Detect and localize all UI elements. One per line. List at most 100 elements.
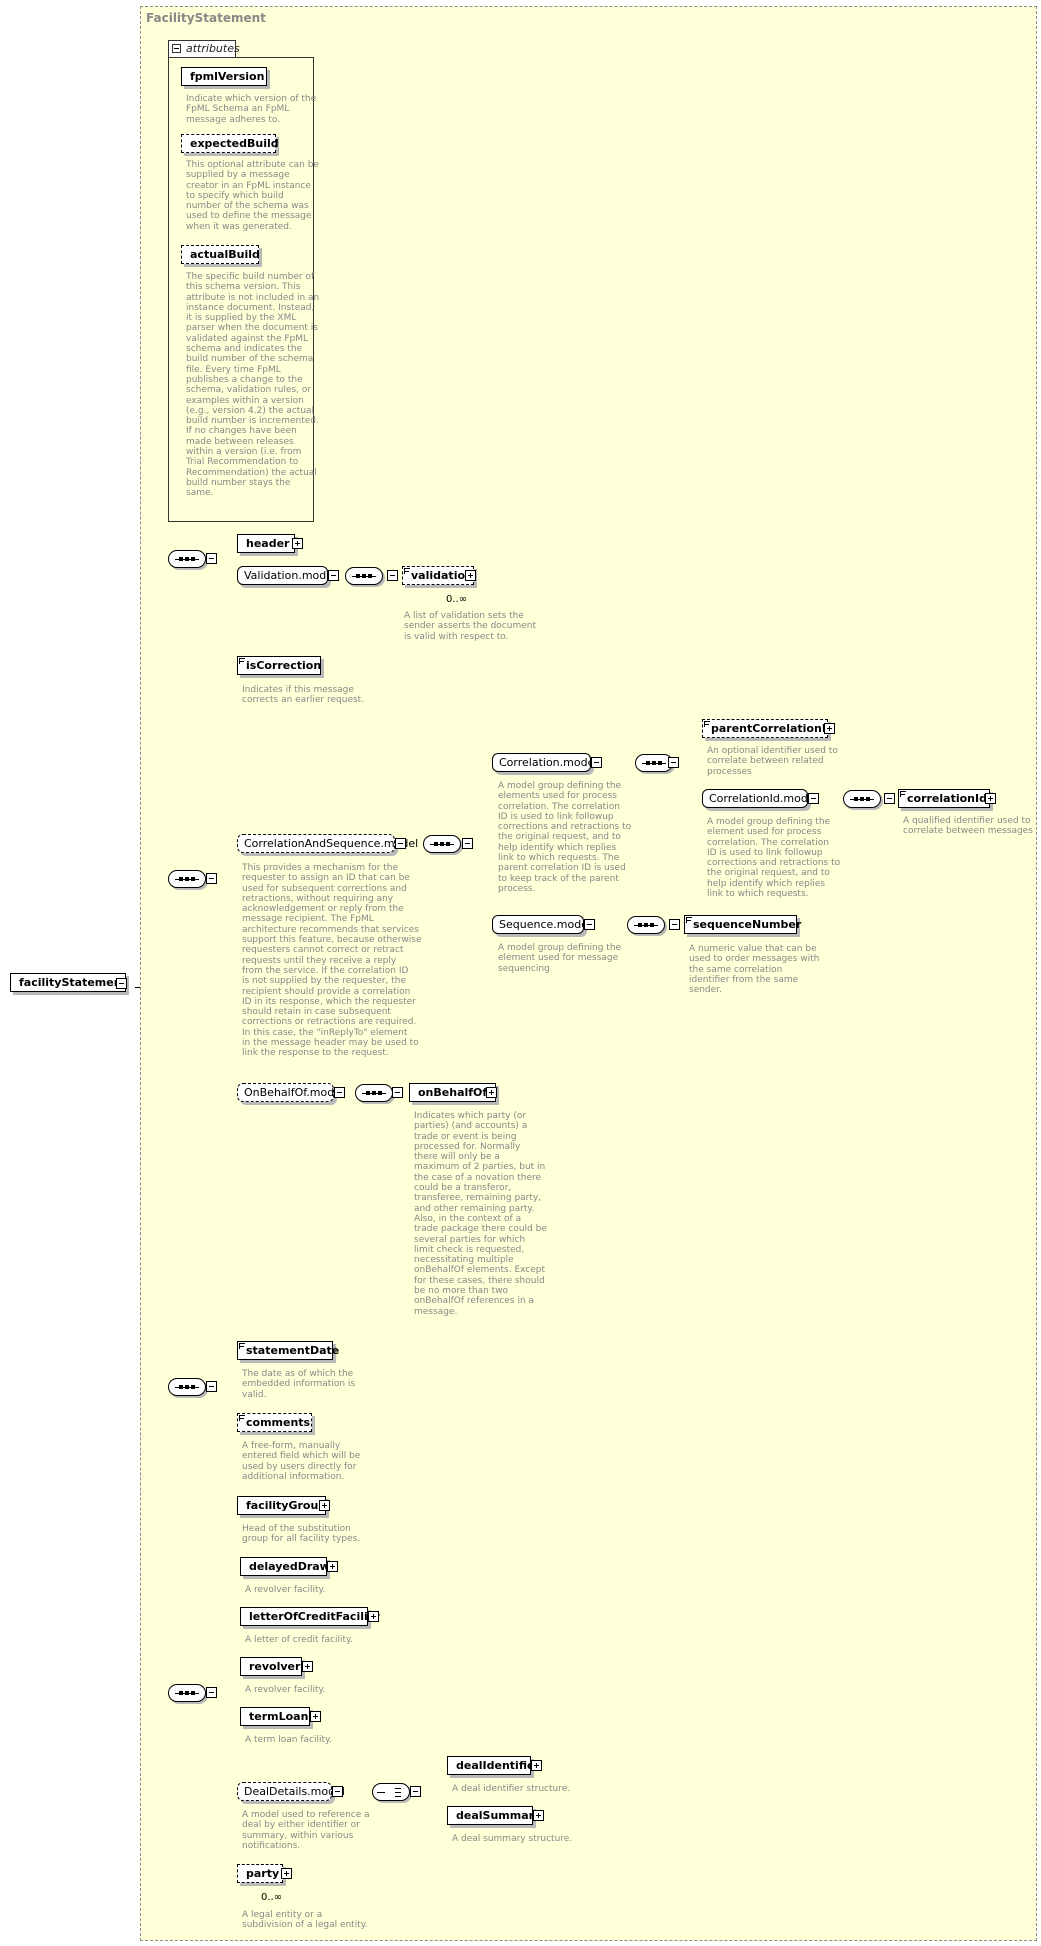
expand-icon[interactable] (533, 1810, 544, 1821)
collapse-icon[interactable] (808, 793, 819, 804)
simple-type-icon (239, 658, 245, 664)
expand-icon[interactable] (302, 1661, 313, 1672)
collapse-icon[interactable] (591, 757, 602, 768)
element-iscorrection[interactable]: isCorrection (237, 656, 321, 675)
expand-icon[interactable] (465, 570, 476, 581)
element-sequencenumber[interactable]: sequenceNumber (684, 915, 801, 934)
attribute-fpmlversion[interactable]: fpmlVersion (181, 67, 267, 86)
collapse-icon[interactable] (395, 838, 406, 849)
attribute-expectedbuild-desc: This optional attribute can be supplied … (186, 160, 319, 232)
group-dealdetails-model[interactable]: DealDetails.model (237, 1782, 345, 1801)
party-cardinality: 0..∞ (261, 1892, 283, 1903)
collapse-icon[interactable] (392, 1087, 403, 1098)
collapse-icon[interactable] (206, 1687, 217, 1698)
correlation-model-desc: A model group defining the elements used… (498, 781, 632, 894)
dealsummary-desc: A deal summary structure. (452, 1834, 573, 1844)
collapse-icon[interactable] (334, 1087, 345, 1098)
statementdate-desc: The date as of which the embedded inform… (242, 1369, 356, 1400)
dealidentifier-desc: A deal identifier structure. (452, 1784, 571, 1794)
expand-icon[interactable] (368, 1611, 379, 1622)
element-termloan[interactable]: termLoan (240, 1707, 310, 1726)
expand-icon[interactable] (531, 1760, 542, 1771)
sequence-compositor-1[interactable] (168, 550, 206, 568)
attribute-actualbuild[interactable]: actualBuild (181, 245, 260, 264)
sequence-compositor[interactable] (345, 567, 383, 585)
element-facilitygroup[interactable]: facilityGroup (237, 1496, 326, 1515)
group-correlation-model[interactable]: Correlation.model (492, 753, 597, 772)
party-desc: A legal entity or a subdivision of a leg… (242, 1910, 368, 1931)
expand-icon[interactable] (310, 1711, 321, 1722)
choice-compositor[interactable] (372, 1783, 410, 1801)
sequencenumber-desc: A numeric value that can be used to orde… (689, 944, 820, 996)
element-delayeddraw[interactable]: delayedDraw (240, 1557, 330, 1576)
validation-desc: A list of validation sets the sender ass… (404, 611, 536, 642)
element-party[interactable]: party (237, 1864, 283, 1883)
element-letterofcreditfacility[interactable]: letterOfCreditFacility (240, 1607, 380, 1626)
collapse-icon[interactable] (206, 553, 217, 564)
facilitygroup-desc: Head of the substitution group for all f… (242, 1524, 361, 1545)
collapse-icon[interactable] (584, 919, 595, 930)
revolver-desc: A revolver facility. (245, 1685, 326, 1695)
collapse-icon[interactable] (328, 570, 339, 581)
sequence-compositor-2[interactable] (168, 870, 206, 888)
collapse-icon[interactable] (387, 570, 398, 581)
collapse-icon[interactable] (116, 978, 127, 989)
element-onbehalfof[interactable]: onBehalfOf (409, 1083, 496, 1102)
group-correlationandsequence-model[interactable]: CorrelationAndSequence.model (237, 834, 418, 853)
comments-desc: A free-form, manually entered field whic… (242, 1441, 361, 1482)
collapse-icon[interactable] (669, 919, 680, 930)
sequence-compositor[interactable] (355, 1084, 393, 1102)
expand-icon[interactable] (292, 538, 303, 549)
correlationandsequence-desc: This provides a mechanism for the reques… (242, 863, 422, 1059)
parentcorrelationid-desc: An optional identifier used to correlate… (707, 746, 838, 777)
element-dealsummary[interactable]: dealSummary (447, 1806, 541, 1825)
simple-type-icon (239, 1415, 245, 1421)
termloan-desc: A term loan facility. (245, 1735, 332, 1745)
sequence-compositor[interactable] (627, 916, 665, 934)
simple-type-icon (686, 917, 692, 923)
element-validation[interactable]: validation (402, 566, 474, 585)
expand-icon[interactable] (824, 723, 835, 734)
sequence-compositor[interactable] (423, 835, 461, 853)
sequence-model-desc: A model group defining the element used … (498, 943, 622, 974)
element-correlationid[interactable]: correlationId (898, 789, 990, 808)
simple-type-icon (404, 568, 410, 574)
element-statementdate[interactable]: statementDate (237, 1341, 339, 1360)
group-onbehalfof-model[interactable]: OnBehalfOf.model (237, 1083, 344, 1102)
expand-icon[interactable] (281, 1868, 292, 1879)
attribute-actualbuild-desc: The specific build number of this schema… (186, 272, 320, 499)
sequence-compositor-3[interactable] (168, 1378, 206, 1396)
element-parentcorrelationid[interactable]: parentCorrelationId (702, 719, 834, 738)
sequence-compositor-4[interactable] (168, 1684, 206, 1702)
letterofcreditfacility-desc: A letter of credit facility. (245, 1635, 353, 1645)
sequence-compositor[interactable] (843, 790, 881, 808)
expand-icon[interactable] (327, 1561, 338, 1572)
simple-type-icon (239, 1343, 245, 1349)
expand-icon[interactable] (319, 1500, 330, 1511)
collapse-icon[interactable] (462, 838, 473, 849)
collapse-icon[interactable] (884, 793, 895, 804)
expand-icon[interactable] (486, 1087, 497, 1098)
simple-type-icon (704, 721, 710, 727)
collapse-icon[interactable] (410, 1786, 421, 1797)
collapse-icon[interactable] (206, 1381, 217, 1392)
validation-cardinality: 0..∞ (446, 594, 468, 605)
iscorrection-desc: Indicates if this message corrects an ea… (242, 685, 365, 706)
attribute-expectedbuild[interactable]: expectedBuild (181, 134, 279, 153)
correlationid-model-desc: A model group defining the element used … (707, 817, 841, 900)
collapse-icon[interactable] (172, 44, 181, 53)
collapse-icon[interactable] (332, 1786, 343, 1797)
group-sequence-model[interactable]: Sequence.model (492, 915, 591, 934)
element-revolver[interactable]: revolver (240, 1657, 302, 1676)
attributes-tab[interactable]: attributes (168, 40, 240, 58)
collapse-icon[interactable] (668, 757, 679, 768)
group-correlationid-model[interactable]: CorrelationId.model (702, 789, 818, 808)
group-validation-model[interactable]: Validation.model (237, 566, 336, 585)
expand-icon[interactable] (985, 793, 996, 804)
element-comments[interactable]: comments (237, 1413, 312, 1432)
element-header[interactable]: header (237, 534, 295, 553)
collapse-icon[interactable] (206, 873, 217, 884)
root-element[interactable]: facilityStatement (10, 973, 127, 992)
attribute-fpmlversion-desc: Indicate which version of the FpML Schem… (186, 94, 317, 125)
element-dealidentifier[interactable]: dealIdentifier (447, 1756, 540, 1775)
